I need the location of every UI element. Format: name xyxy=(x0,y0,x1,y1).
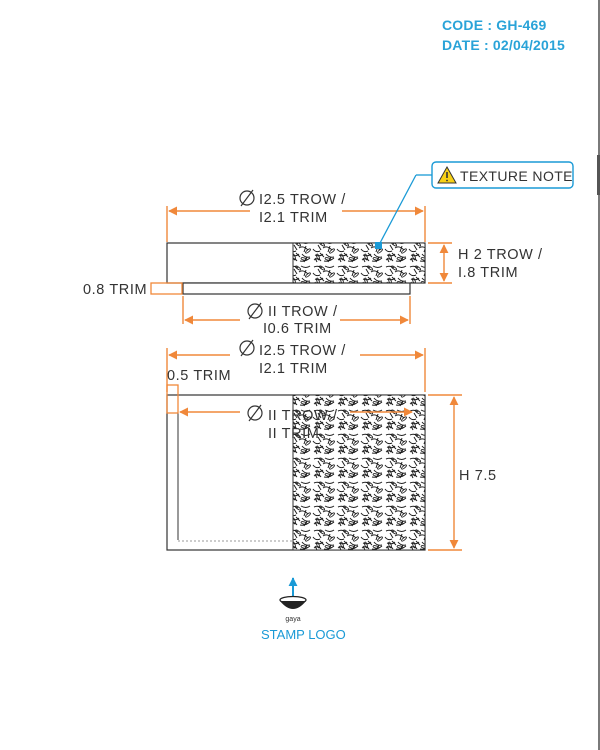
lid-inner-diameter-label-2: I0.6 TRIM xyxy=(263,321,332,337)
lid-drawing xyxy=(166,242,426,295)
base-height-label: H 7.5 xyxy=(459,468,497,484)
texture-note-leader xyxy=(379,174,417,244)
base-inner-diameter-label-1: II TROW / xyxy=(268,408,338,424)
diameter-icon xyxy=(247,404,263,422)
base-texture xyxy=(292,394,426,551)
base-height-dimension: H 7.5 xyxy=(428,394,497,551)
lid-height-dimension: H 2 TROW / I.8 TRIM xyxy=(428,242,543,284)
code-label: CODE : GH-469 xyxy=(442,17,547,33)
lid-lip-trim-label: 0.8 TRIM xyxy=(83,282,147,298)
lid-texture xyxy=(292,242,426,284)
lid-outer-diameter-label-2: I2.1 TRIM xyxy=(259,210,328,226)
base-outer-diameter-label-2: I2.1 TRIM xyxy=(259,361,328,377)
date-label: DATE : 02/04/2015 xyxy=(442,37,565,53)
diameter-icon xyxy=(239,189,255,207)
texture-note-marker xyxy=(375,242,382,249)
lid-inner-diameter-dimension: II TROW / I0.6 TRIM xyxy=(182,296,411,337)
stamp-logo-label: STAMP LOGO xyxy=(261,627,346,642)
lid-lip-dimension: 0.8 TRIM xyxy=(83,282,183,298)
diameter-icon xyxy=(239,339,255,357)
stamp-logo-text: gaya xyxy=(285,616,300,623)
lid-height-label-1: H 2 TROW / xyxy=(458,247,543,263)
warning-triangle-icon xyxy=(437,165,457,184)
bowl-logo-icon xyxy=(279,595,307,609)
base-inner-diameter-dimension: II TROW / II TRIM xyxy=(179,404,413,442)
lid-height-label-2: I.8 TRIM xyxy=(458,265,518,281)
base-inner-diameter-label-2: II TRIM xyxy=(268,426,319,442)
base-outer-diameter-label-1: I2.5 TROW / xyxy=(259,343,346,359)
base-wall-dimension: 0.5 TRIM xyxy=(166,368,231,414)
lid-inner-diameter-label-1: II TROW / xyxy=(268,304,338,320)
base-outer-diameter-dimension: I2.5 TROW / I2.1 TRIM xyxy=(166,339,426,392)
lid-outer-diameter-dimension: I2.5 TROW / I2.1 TRIM xyxy=(166,189,426,242)
texture-note-callout: TEXTURE NOTE xyxy=(375,161,574,249)
lid-outer-diameter-label-1: I2.5 TROW / xyxy=(259,192,346,208)
base-drawing xyxy=(166,394,426,551)
texture-note-label: TEXTURE NOTE xyxy=(460,168,573,184)
diameter-icon xyxy=(247,302,263,320)
stamp-logo-marker: gaya xyxy=(279,577,307,623)
base-wall-trim-label: 0.5 TRIM xyxy=(167,368,231,384)
lid-lip xyxy=(182,282,411,295)
